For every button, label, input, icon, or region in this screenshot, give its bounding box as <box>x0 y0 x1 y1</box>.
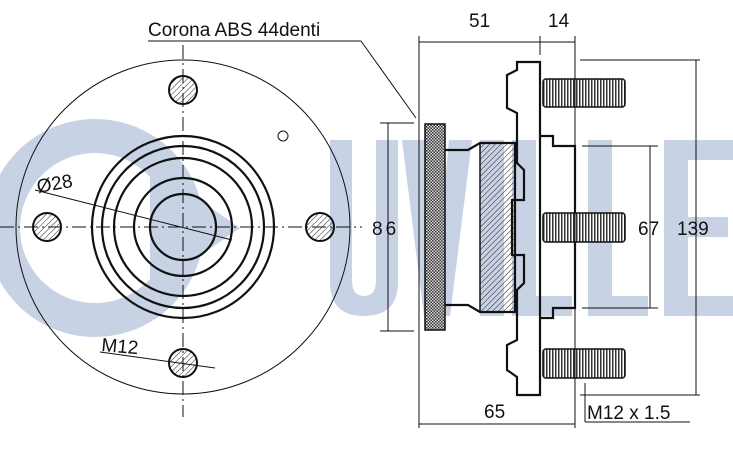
dimensions <box>380 36 700 428</box>
dim-86-label: 86 <box>372 219 399 240</box>
dim-51-label: 51 <box>469 11 490 32</box>
abs-ring-label: Corona ABS 44denti <box>148 20 320 41</box>
bolt-holes <box>32 75 335 378</box>
stud-front-label: M12 <box>101 335 140 359</box>
dim-14-label: 14 <box>548 11 570 32</box>
front-view <box>0 45 362 417</box>
dim-139-label: 139 <box>677 219 709 240</box>
stud-thread-label: M12 x 1.5 <box>587 403 670 424</box>
side-view <box>424 60 626 397</box>
dim-65-label: 65 <box>484 402 505 423</box>
dim-67-label: 67 <box>638 219 659 240</box>
abs-ring <box>424 123 446 331</box>
